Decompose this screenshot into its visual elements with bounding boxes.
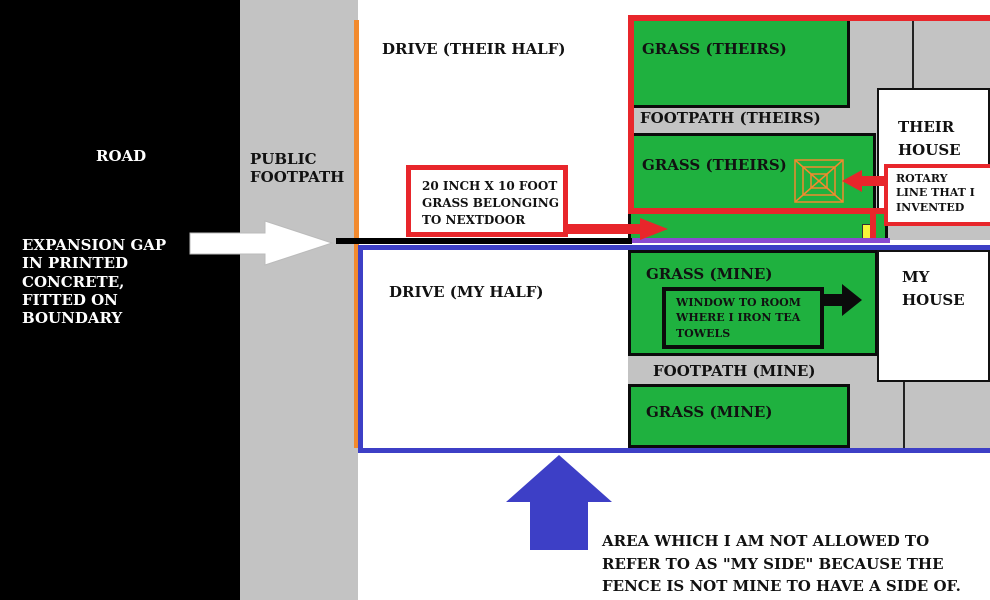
expansion-gap-label: EXPANSION GAP IN PRINTED CONCRETE, FITTE…: [22, 236, 167, 328]
grass-mine-bottom: [628, 384, 850, 448]
slab-joint: [903, 382, 905, 448]
area-note: AREA WHICH I AM NOT ALLOWED TO REFER TO …: [602, 532, 961, 595]
grass-theirs-mid-label: GRASS (THEIRS): [642, 156, 787, 174]
drive-mine-label: DRIVE (MY HALF): [389, 283, 544, 301]
public-footpath: [240, 0, 358, 600]
window-arrow: [824, 284, 862, 316]
red-arrow-head: [640, 218, 668, 240]
boundary-fence-line: [354, 20, 359, 448]
window-note: WINDOW TO ROOM WHERE I IRON TEA TOWELS: [676, 296, 801, 340]
theirs-outline-lower: [870, 208, 876, 240]
public-footpath-label: PUBLIC FOOTPATH: [250, 150, 345, 187]
footpath-theirs-label: FOOTPATH (THEIRS): [640, 109, 821, 127]
grass-strip-callout: [406, 165, 568, 237]
rotary-line-callout: [884, 164, 990, 226]
their-house-label: THEIR HOUSE: [898, 118, 961, 159]
my-house-label: MY HOUSE: [902, 268, 965, 309]
mine-outline: [358, 245, 990, 453]
rotary-line-icon: [794, 159, 844, 203]
grass-mine-top-label: GRASS (MINE): [646, 265, 773, 283]
rotary-line-label: ROTARY LINE THAT I INVENTED: [896, 172, 975, 214]
theirs-outline: [628, 15, 990, 214]
my-house: [877, 250, 990, 382]
road: [0, 0, 240, 600]
window-callout: [662, 287, 824, 349]
mine-boundary-purple: [628, 238, 890, 243]
blue-up-arrow: [506, 455, 612, 550]
footpath-mine-label: FOOTPATH (MINE): [653, 362, 816, 380]
road-label: ROAD: [96, 147, 147, 165]
white-arrow: [189, 220, 334, 266]
drive-theirs-label: DRIVE (THEIR HALF): [382, 40, 566, 58]
grass-theirs-top-label: GRASS (THEIRS): [642, 40, 787, 58]
grass-mine-bottom-label: GRASS (MINE): [646, 403, 773, 421]
rotary-arrow: [842, 170, 888, 192]
slab-joint: [912, 18, 914, 88]
grass-strip-note: 20 INCH X 10 FOOT GRASS BELONGING TO NEX…: [422, 179, 560, 227]
